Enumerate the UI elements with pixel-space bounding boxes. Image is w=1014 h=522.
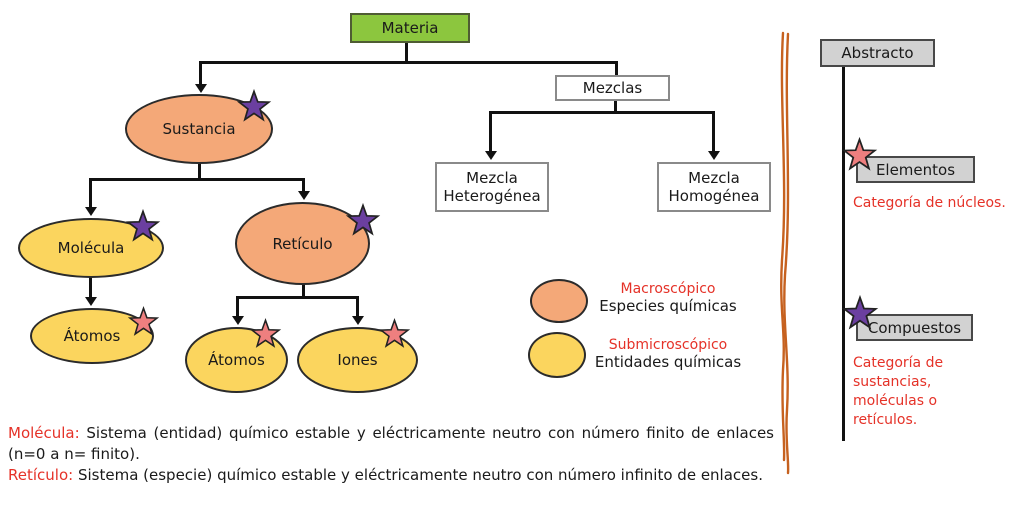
- definition-molecula: Molécula: Sistema (entidad) químico esta…: [8, 423, 774, 465]
- pink-star-icon: [841, 136, 878, 173]
- connector-iones-drop: [356, 296, 359, 318]
- compuestos-note: Categoría de sustancias, moléculas o ret…: [853, 355, 944, 428]
- arrowhead-to-reticulo: [298, 191, 310, 200]
- connector-materia-branch: [199, 61, 618, 64]
- legend-submicroscopico-sub: Entidades químicas: [594, 353, 742, 371]
- node-atomos-mid: Átomos: [185, 327, 288, 393]
- purple-star-icon: [841, 294, 879, 332]
- node-mezclas: Mezclas: [555, 75, 670, 101]
- connector-mezclas-branch: [489, 111, 715, 114]
- definition-reticulo-term: Retículo:: [8, 466, 74, 484]
- node-compuestos: Compuestos: [856, 314, 973, 341]
- connector-atomos-left-drop: [89, 277, 92, 299]
- legend-macroscopico-label: Macroscópico: [620, 281, 716, 297]
- connector-mezclas-down: [614, 100, 617, 113]
- connector-atomos-mid-drop: [236, 296, 239, 318]
- arrowhead-to-heterogenea: [485, 151, 497, 160]
- arrowhead-to-sustancia: [195, 84, 207, 93]
- connector-heterogenea-drop: [489, 111, 492, 153]
- connector-sustancia-drop: [199, 61, 202, 86]
- node-mezcla-homogenea: Mezcla Homogénea: [657, 162, 771, 212]
- legend-submicroscopico-swatch: [528, 332, 586, 378]
- connector-reticulo-drop: [302, 178, 305, 193]
- definition-reticulo: Retículo: Sistema (especie) químico esta…: [8, 465, 774, 486]
- connector-mezclas-drop: [615, 61, 618, 77]
- node-elementos: Elementos: [856, 156, 975, 183]
- connector-reticulo-branch: [236, 296, 359, 299]
- node-materia: Materia: [350, 13, 470, 43]
- mezcla-homogenea-line1: Mezcla: [688, 169, 740, 187]
- purple-star-icon: [345, 202, 381, 238]
- arrowhead-to-homogenea: [708, 151, 720, 160]
- arrowhead-to-molecula: [85, 207, 97, 216]
- connector-materia-drop: [405, 42, 408, 63]
- legend-macroscopico-sub: Especies químicas: [599, 297, 737, 315]
- arrowhead-to-atomos-left: [85, 297, 97, 306]
- wavy-divider: [780, 31, 790, 475]
- mezcla-homogenea-line2: Homogénea: [668, 187, 760, 205]
- connector-sustancia-branch: [89, 178, 305, 181]
- purple-star-icon: [125, 208, 161, 244]
- definition-molecula-text: Sistema (entidad) químico estable y eléc…: [8, 424, 774, 463]
- abstracto-axis-line: [842, 67, 845, 441]
- pink-star-icon: [127, 305, 160, 338]
- purple-star-icon: [236, 88, 272, 124]
- arrowhead-to-iones: [352, 316, 364, 325]
- pink-star-icon: [249, 317, 282, 350]
- definition-reticulo-text: Sistema (especie) químico estable y eléc…: [77, 466, 763, 484]
- connector-homogenea-drop: [712, 111, 715, 153]
- mezcla-heterogenea-line2: Heterogénea: [443, 187, 541, 205]
- pink-star-icon: [378, 317, 411, 350]
- definitions: Molécula: Sistema (entidad) químico esta…: [8, 423, 774, 486]
- legend-macroscopico-swatch: [530, 279, 588, 323]
- node-abstracto: Abstracto: [820, 39, 935, 67]
- arrowhead-to-atomos-mid: [232, 316, 244, 325]
- mezcla-heterogenea-line1: Mezcla: [466, 169, 518, 187]
- definition-molecula-term: Molécula:: [8, 424, 80, 442]
- connector-molecula-drop: [89, 178, 92, 209]
- legend-macroscopico-text: Macroscópico Especies químicas: [592, 281, 744, 315]
- node-mezcla-heterogenea: Mezcla Heterogénea: [435, 162, 549, 212]
- connector-sustancia-down: [198, 162, 201, 180]
- elementos-note: Categoría de núcleos.: [853, 195, 1006, 211]
- legend-submicroscopico-text: Submicroscópico Entidades químicas: [592, 337, 744, 371]
- connector-reticulo-down: [302, 284, 305, 298]
- legend-submicroscopico-label: Submicroscópico: [608, 337, 728, 353]
